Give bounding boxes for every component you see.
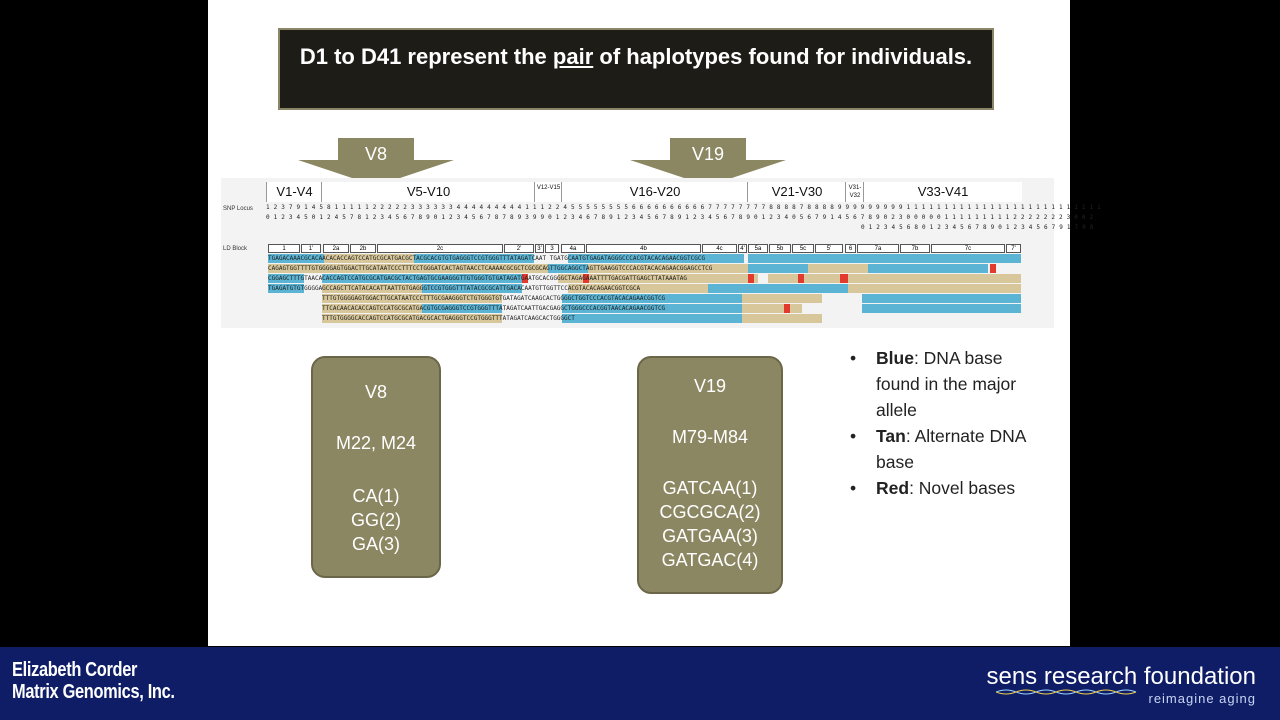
group-v1-v4: V1-V4 [266,182,322,202]
legend-text: : Novel bases [909,478,1016,498]
legend-item-red: •Red: Novel bases [850,478,1016,498]
legend-key: Tan [876,426,906,446]
haplotype-entry: CA(1) [352,486,400,506]
sequence-row: TTCACAACACACCAGTCCATGCGCATGACGTGCGAGGGTC… [322,304,1021,313]
ld-block: 4b [586,244,701,253]
ld-block: 2c [377,244,503,253]
box-markers: M79-M84 [671,427,749,447]
snp-locus-label: SNP Locus [223,206,253,212]
org-name: sens research foundation [986,663,1256,690]
speaker-name: Elizabeth Corder [12,659,138,681]
color-legend: •Blue: DNA base found in the major allel… [848,345,1048,501]
legend-text: : Alternate DNA base [876,426,1026,472]
snp-row-1: 1 2 3 7 9 1 4 5 8 1 1 1 1 1 2 2 2 2 2 3 … [266,204,1101,211]
ld-block: 1' [301,244,321,253]
dna-helix-icon [996,689,1137,695]
down-arrow-icon [630,138,786,186]
group-v21-v30: V21-V30 [747,182,846,202]
footer-bar: Elizabeth Corder Matrix Genomics, Inc. s… [0,647,1280,720]
ld-block: 1 [268,244,300,253]
down-arrow-icon [298,138,454,186]
title-text-underlined: pair [552,44,594,69]
haplotype-entry: GA(3) [351,534,400,554]
arrow-v8: V8 [298,138,454,186]
slide-title: D1 to D41 represent the pair of haplotyp… [278,28,994,110]
arrow-label: V19 [691,144,725,164]
sequence-row: TTTGTGGGGCACCAGTCCATGCGCATGACGCACTGAGGGT… [322,314,822,323]
haplotype-entry: GATGAA(3) [662,526,758,546]
ld-block: 2a [323,244,349,253]
ld-block: 5' [815,244,843,253]
v19-summary-box: V19 M79-M84 GATCAA(1) CGCGCA(2) GATGAA(3… [637,356,783,594]
snp-row-3: 0 1 2 3 4 5 6 8 0 1 2 3 4 5 6 7 8 9 0 1 … [861,224,1094,231]
arrow-label: V8 [364,144,388,164]
sequence-row: CGGAGCTTTGTAACACACCAGTCCATGCGCATGACGCTAC… [268,274,1021,283]
arrow-v19: V19 [630,138,786,186]
ld-block: 4c [702,244,737,253]
group-v31-v32: V31-V32 [845,182,864,202]
group-v12-v15: V12-V15 [534,182,562,202]
sequence-row: TGAGATGTGTGGGGAGCCAGCTTCATACACATTAATTGTG… [268,284,1021,293]
ld-block: 5b [769,244,791,253]
ld-block: 6 [845,244,856,253]
legend-key: Blue [876,348,914,368]
group-v16-v20: V16-V20 [561,182,748,202]
ld-block: 7b [900,244,930,253]
ld-block: 2b [350,244,376,253]
ld-block: 3' [535,244,544,253]
title-text-post: of haplotypes found for individuals. [593,44,973,69]
sequence-row: CAGAGTGGTTTTGTGGGGAGTGGACTTGCATAATCCCTTT… [268,264,1021,273]
title-text-pre: D1 to D41 represent the [299,44,553,69]
haplotype-entry: GATCAA(1) [662,478,758,498]
slide: D1 to D41 represent the pair of haplotyp… [208,0,1101,646]
org-tagline: reimagine aging [1148,691,1256,706]
legend-item-blue: •Blue: DNA base found in the major allel… [850,348,1017,420]
snp-row-2: 0 1 2 3 4 5 0 1 2 4 5 7 8 1 2 3 4 5 6 7 … [266,214,1094,221]
ld-block: 7' [1006,244,1021,253]
box-markers: M22, M24 [335,433,417,453]
group-v33-v41: V33-V41 [863,182,1022,202]
sequence-row: TGAGACAAACGCACAACACACCAGTCCATGCGCATGACGC… [268,254,1021,263]
ld-block: 5a [748,244,768,253]
box-title: V8 [364,382,388,402]
haplotype-entry: CGCGCA(2) [659,502,761,522]
speaker-caption: Elizabeth Corder Matrix Genomics, Inc. [12,659,175,703]
ld-block: 4' [738,244,747,253]
ld-block-label: LD Block [223,246,248,252]
ld-block: 7a [857,244,899,253]
group-v5-v10: V5-V10 [321,182,535,202]
org-logo: sens research foundation reimagine aging [986,663,1256,706]
legend-text: : DNA base found in the major allele [876,348,1017,420]
legend-key: Red [876,478,910,498]
ld-block: 7c [931,244,1005,253]
legend-item-tan: •Tan: Alternate DNA base [850,426,1026,472]
haplotype-entry: GG(2) [350,510,401,530]
ld-block: 3 [545,244,559,253]
box-title: V19 [693,376,727,396]
haplotype-entry: GATGAC(4) [661,550,759,570]
ld-block: 2' [504,244,534,253]
v8-summary-box: V8 M22, M24 CA(1) GG(2) GA(3) [311,356,441,578]
sequence-row: TTTGTGGGGAGTGGACTTGCATAATCCCTTTGCGAAGGGT… [322,294,1021,303]
haplotype-table: V1-V4 V5-V10 V12-V15 V16-V20 V21-V30 V31… [221,178,1101,328]
ld-block: 5c [792,244,814,253]
ld-block: 4a [561,244,585,253]
speaker-org: Matrix Genomics, Inc. [12,681,175,703]
